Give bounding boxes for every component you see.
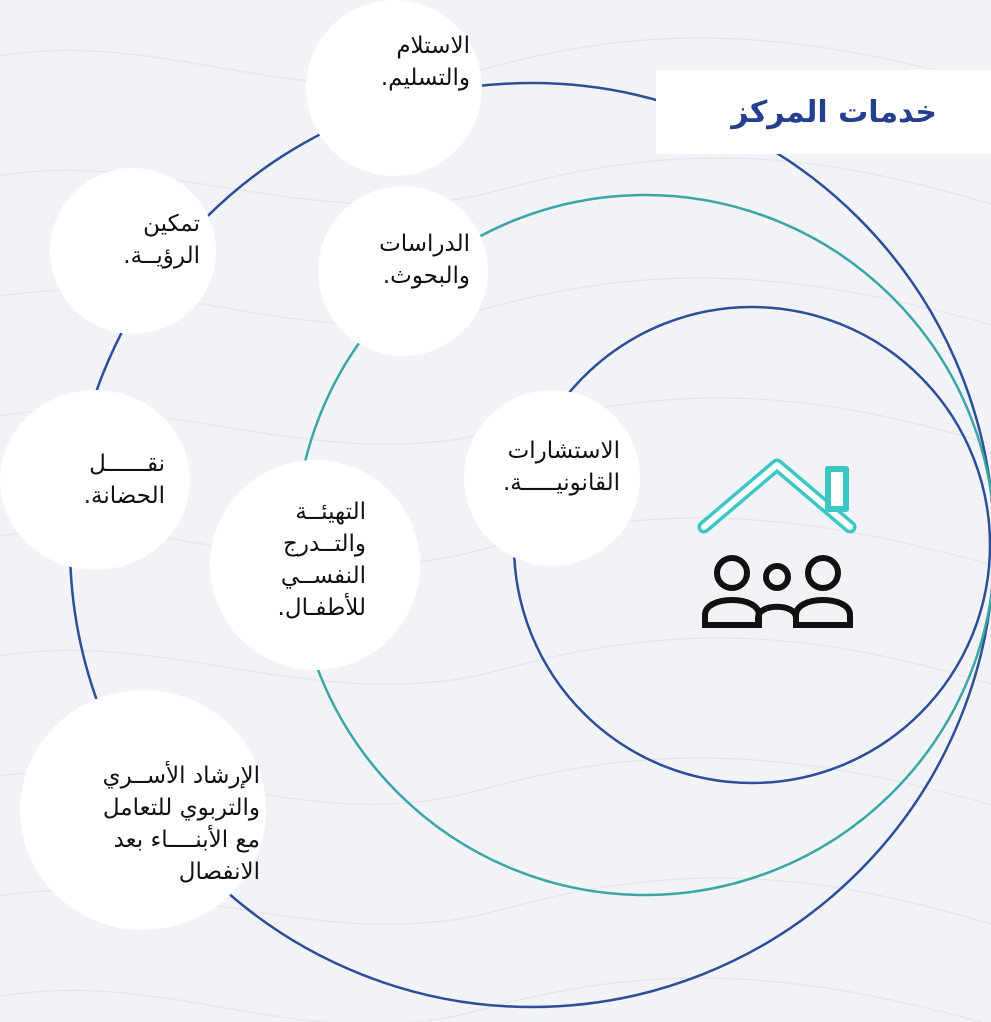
service-node-family-counseling: [20, 690, 266, 930]
service-label-legal-consultations: الاستشارات القانونيـــــة.: [503, 438, 620, 496]
service-label-studies-research: الدراسات والبحوث.: [379, 231, 470, 289]
diagram-title: خدمات المركز: [731, 94, 937, 130]
service-node-studies-research: [318, 186, 488, 356]
roof-icon: [697, 458, 857, 534]
service-node-custody-transfer: [0, 390, 190, 570]
service-label-family-counseling: الإرشاد الأســري والتربوي للتعامل مع الأ…: [102, 763, 260, 885]
people-icon: [702, 555, 853, 628]
service-node-visitation: [50, 168, 216, 334]
service-label-visitation: تمكين الرؤيــة.: [123, 211, 200, 269]
service-node-child-preparation: [210, 460, 420, 670]
home-family-icon: [690, 455, 865, 630]
service-label-child-preparation: التهيئــة والتــدرج النفســي للأطفـال.: [277, 499, 366, 621]
service-node-receipt-delivery: [306, 0, 482, 176]
title-box: خدمات المركز: [656, 70, 991, 154]
service-label-receipt-delivery: الاستلام والتسليم.: [380, 33, 470, 91]
service-node-legal-consultations: [464, 390, 640, 566]
service-label-custody-transfer: نقــــــل الحضانة.: [83, 451, 165, 509]
